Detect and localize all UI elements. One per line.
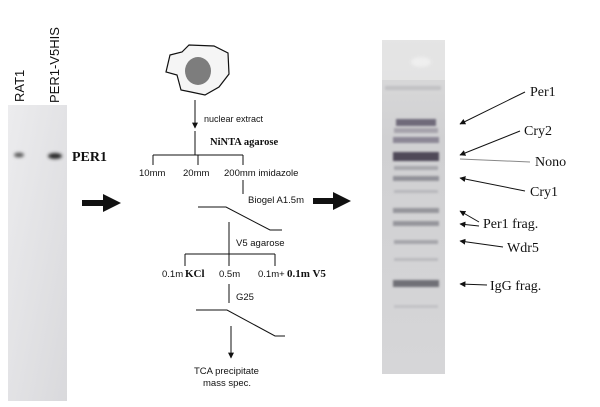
- step-nuclear-extract: nuclear extract: [204, 114, 264, 124]
- elution-v5: 0.1m V5: [287, 268, 326, 280]
- big-arrow-right-icon: [313, 192, 351, 210]
- gel-label-igg-frag: IgG frag.: [490, 279, 541, 294]
- cell-icon: [165, 44, 230, 96]
- western-blot-panel: RAT1 PER1-V5HIS PER1: [8, 27, 107, 401]
- elution-mid: 0.5m: [219, 269, 240, 280]
- gel-label-per1-frag: Per1 frag.: [483, 217, 538, 232]
- step-biogel: Biogel A1.5m: [248, 195, 304, 206]
- final-mass-spec: mass spec.: [203, 378, 251, 389]
- big-arrow-right-icon: [82, 194, 121, 212]
- elution-v5-prefix: 0.1m+: [258, 269, 285, 280]
- gel-band-cry2: [393, 137, 439, 143]
- band-label-per1: PER1: [72, 150, 107, 165]
- lane-label-per1-v5his: PER1-V5HIS: [47, 27, 62, 103]
- gel-lane: [382, 40, 445, 374]
- gel-band-cry1: [393, 176, 439, 181]
- gel-label-cry2: Cry2: [524, 124, 552, 139]
- gel-band-per1-frag-b: [393, 221, 439, 226]
- elution-kcl: KCl: [185, 268, 205, 280]
- imidazole-20mm: 20mm: [183, 168, 209, 179]
- blot-membrane: [8, 105, 67, 401]
- gel-band-igg-frag: [393, 280, 439, 287]
- gel-band-nono: [393, 152, 439, 161]
- blot-band-per1-v5his: [48, 153, 62, 159]
- gel-annotation-arrows: [459, 91, 531, 288]
- imidazole-200mm: 200mm imidazole: [224, 168, 298, 179]
- purification-scheme: nuclear extract NiNTA agarose 10mm 20mm …: [139, 44, 326, 389]
- gel-label-per1: Per1: [530, 85, 556, 100]
- gel-label-wdr5: Wdr5: [507, 241, 539, 256]
- gel-band-wdr5: [394, 240, 438, 244]
- gel-label-nono: Nono: [535, 155, 566, 170]
- gel-band-per1-frag-a: [393, 208, 439, 213]
- step-g25: G25: [236, 292, 254, 303]
- lane-label-rat1: RAT1: [12, 70, 27, 102]
- gel-labels: Per1 Cry2 Nono Cry1 Per1 frag. Wdr5 IgG …: [483, 85, 566, 294]
- gel-label-cry1: Cry1: [530, 185, 558, 200]
- elution-kcl-prefix: 0.1m: [162, 269, 183, 280]
- gel-band-per1: [396, 119, 436, 126]
- final-tca: TCA precipitate: [194, 366, 259, 377]
- step-ninta-agarose: NiNTA agarose: [210, 137, 278, 148]
- imidazole-10mm: 10mm: [139, 168, 165, 179]
- gel-panel: [382, 40, 445, 374]
- step-v5-agarose: V5 agarose: [236, 238, 285, 249]
- blot-band-rat1: [14, 152, 24, 158]
